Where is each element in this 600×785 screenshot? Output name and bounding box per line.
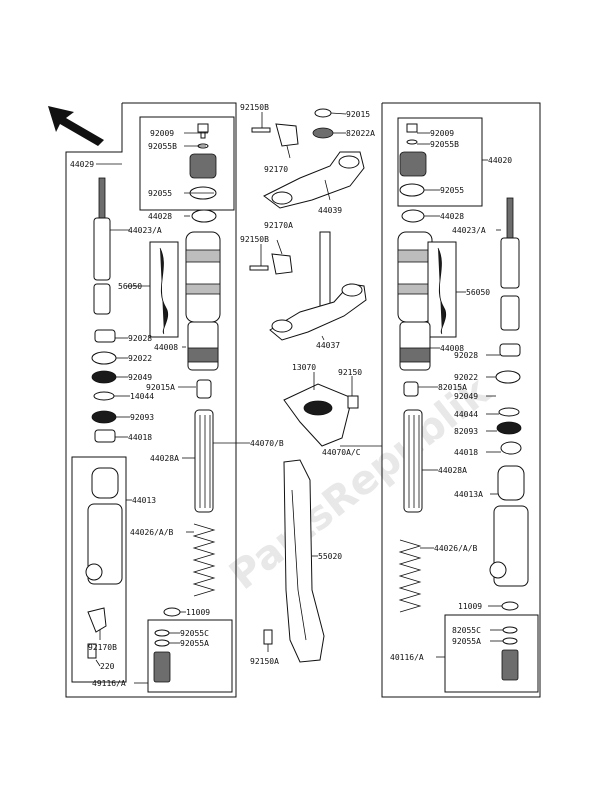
label-92055c-left: 92055C bbox=[180, 629, 209, 638]
label-44023a-left: 44023/A bbox=[128, 226, 162, 235]
label-55020: 55020 bbox=[318, 552, 342, 561]
label-92022-left: 92022 bbox=[128, 354, 152, 363]
label-92055a-right: 92055A bbox=[452, 637, 481, 646]
callout-labels: 92150B 92015 82022A 92009 92055B 44029 9… bbox=[70, 103, 512, 688]
label-40116a-right: 40116/A bbox=[390, 653, 424, 662]
left-cap-box bbox=[139, 116, 235, 211]
label-92009-right: 92009 bbox=[430, 129, 454, 138]
label-44023a-right: 44023/A bbox=[452, 226, 486, 235]
label-44013a-right: 44013A bbox=[454, 490, 483, 499]
label-92055b-left: 92055B bbox=[148, 142, 177, 151]
label-44028-right: 44028 bbox=[440, 212, 464, 221]
label-44008-right: 44008 bbox=[440, 344, 464, 353]
label-44037: 44037 bbox=[316, 341, 340, 350]
label-92150: 92150 bbox=[338, 368, 362, 377]
right-fork-parts bbox=[397, 123, 529, 681]
label-44070b: 44070/B bbox=[250, 439, 284, 448]
center-parts bbox=[249, 108, 367, 663]
label-92049-right: 92049 bbox=[454, 392, 478, 401]
label-44013-left: 44013 bbox=[132, 496, 156, 505]
label-92055b-right: 92055B bbox=[430, 140, 459, 149]
label-92015: 92015 bbox=[346, 110, 370, 119]
left-fork-frame bbox=[65, 102, 237, 698]
label-92015a: 92015A bbox=[146, 383, 175, 392]
label-44028a-left: 44028A bbox=[150, 454, 179, 463]
label-92170a: 92170A bbox=[264, 221, 293, 230]
label-92170b: 92170B bbox=[88, 643, 117, 652]
label-92150b-mid: 92150B bbox=[240, 235, 269, 244]
label-92028-right: 92028 bbox=[454, 351, 478, 360]
label-11009-left: 11009 bbox=[186, 608, 210, 617]
label-49116a-left: 49116/A bbox=[92, 679, 126, 688]
right-valve-box bbox=[444, 614, 539, 693]
left-valve-box bbox=[147, 619, 233, 693]
label-11009-right: 11009 bbox=[458, 602, 482, 611]
label-44028a-right: 44028A bbox=[438, 466, 467, 475]
left-slider-box bbox=[71, 456, 127, 683]
direction-arrow-icon bbox=[48, 106, 104, 146]
label-44020: 44020 bbox=[488, 156, 512, 165]
label-44008-left: 44008 bbox=[154, 343, 178, 352]
label-44026ab-left: 44026/A/B bbox=[130, 528, 174, 537]
label-92055-left: 92055 bbox=[148, 189, 172, 198]
label-92028-left: 92028 bbox=[128, 334, 152, 343]
label-13070: 13070 bbox=[292, 363, 316, 372]
label-14044-left: 14044 bbox=[130, 392, 154, 401]
label-44029: 44029 bbox=[70, 160, 94, 169]
label-44026ab-right: 44026/A/B bbox=[434, 544, 478, 553]
label-92022-right: 92022 bbox=[454, 373, 478, 382]
left-fork-parts bbox=[85, 123, 221, 683]
label-92022a-top: 82022A bbox=[346, 129, 375, 138]
label-44039: 44039 bbox=[318, 206, 342, 215]
right-fork-frame bbox=[381, 102, 541, 698]
label-92170: 92170 bbox=[264, 165, 288, 174]
label-44018-left: 44018 bbox=[128, 433, 152, 442]
label-92055a-left: 92055A bbox=[180, 639, 209, 648]
label-82093-right: 82093 bbox=[454, 427, 478, 436]
label-92150a: 92150A bbox=[250, 657, 279, 666]
label-92150b-top: 92150B bbox=[240, 103, 269, 112]
label-92055c-right: 82055C bbox=[452, 626, 481, 635]
label-56050-right: 56050 bbox=[466, 288, 490, 297]
label-44044-right: 44044 bbox=[454, 410, 478, 419]
label-92055-right: 92055 bbox=[440, 186, 464, 195]
label-82015a: 82015A bbox=[438, 383, 467, 392]
label-92009-left: 92009 bbox=[150, 129, 174, 138]
label-92093-left: 92093 bbox=[130, 413, 154, 422]
leader-lines bbox=[95, 112, 503, 684]
watermark-text: PartsRepublik bbox=[221, 368, 499, 599]
label-44070ac: 44070A/C bbox=[322, 448, 361, 457]
label-56050-left: 56050 bbox=[118, 282, 142, 291]
label-44018-right: 44018 bbox=[454, 448, 478, 457]
label-220: 220 bbox=[100, 662, 115, 671]
right-cap-box bbox=[397, 117, 483, 207]
label-92049-left: 92049 bbox=[128, 373, 152, 382]
label-44028-left: 44028 bbox=[148, 212, 172, 221]
